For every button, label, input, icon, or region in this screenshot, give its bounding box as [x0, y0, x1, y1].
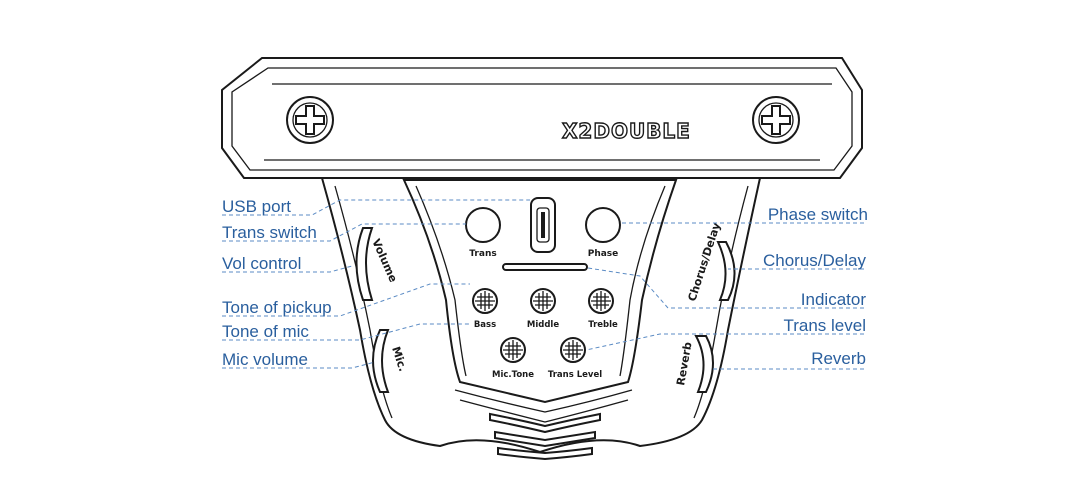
bass-knob[interactable]: [472, 288, 498, 314]
control-panel: Trans Phase Bass Middle Treble: [465, 197, 621, 380]
screw-right-icon: [752, 96, 800, 144]
leader-lines: [222, 199, 864, 370]
callouts-left: USB port Trans switch Vol control Tone o…: [222, 197, 332, 369]
callout-tone-of-pickup: Tone of pickup: [222, 298, 332, 317]
brand-logo: X2DOUBLE: [562, 119, 691, 143]
trans-level-knob[interactable]: [560, 337, 586, 363]
callout-trans-switch: Trans switch: [222, 223, 317, 242]
trans-level-label: Trans Level: [548, 370, 602, 380]
callout-tone-of-mic: Tone of mic: [222, 322, 309, 341]
usb-port[interactable]: [530, 197, 556, 253]
screw-left-icon: [286, 96, 334, 144]
treble-knob[interactable]: [588, 288, 614, 314]
treble-label: Treble: [588, 320, 618, 330]
indicator-light: [502, 263, 588, 271]
callout-phase-switch: Phase switch: [768, 205, 868, 224]
middle-label: Middle: [527, 320, 559, 330]
phase-switch[interactable]: [585, 207, 621, 243]
callout-mic-volume: Mic volume: [222, 350, 308, 369]
callout-vol-control: Vol control: [222, 254, 301, 273]
callouts-right: Phase switch Chorus/Delay Indicator Tran…: [763, 205, 868, 368]
top-cap: X2DOUBLE: [221, 57, 863, 179]
mic-tone-knob[interactable]: [500, 337, 526, 363]
trans-switch[interactable]: [465, 207, 501, 243]
phase-label: Phase: [588, 249, 619, 259]
bass-label: Bass: [474, 320, 496, 330]
callout-usb-port: USB port: [222, 197, 291, 216]
callout-indicator: Indicator: [801, 290, 867, 309]
middle-knob[interactable]: [530, 288, 556, 314]
trans-label: Trans: [469, 249, 496, 259]
callout-chorus-delay: Chorus/Delay: [763, 251, 866, 270]
callout-trans-level: Trans level: [783, 316, 866, 335]
mic-tone-label: Mic.Tone: [492, 370, 534, 380]
callout-reverb: Reverb: [811, 349, 866, 368]
